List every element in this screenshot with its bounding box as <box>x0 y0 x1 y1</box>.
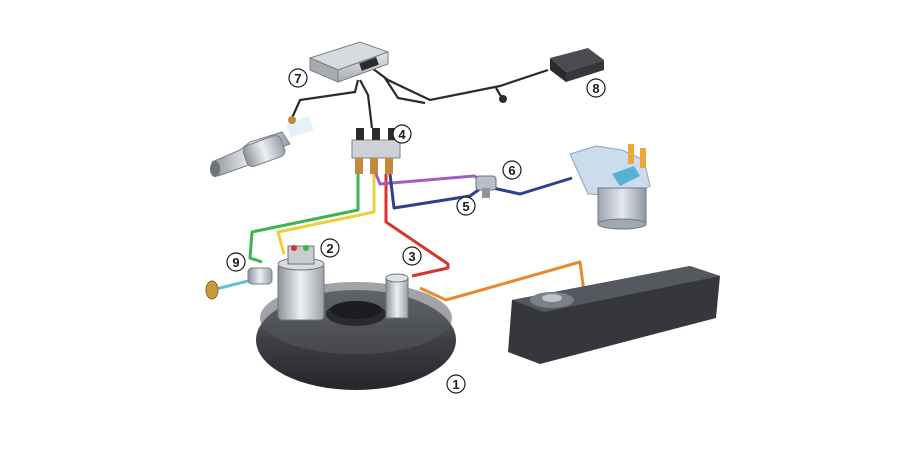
callout-2: 2 <box>321 239 339 257</box>
callout-6-label: 6 <box>508 163 515 178</box>
callout-7-label: 7 <box>294 71 301 86</box>
callout-7: 7 <box>289 69 307 87</box>
callout-8: 8 <box>587 79 605 97</box>
callout-2-label: 2 <box>326 241 333 256</box>
petrol-tank <box>508 266 720 364</box>
callout-3: 3 <box>403 247 421 265</box>
callout-9: 9 <box>227 253 245 271</box>
callout-1-label: 1 <box>452 377 459 392</box>
harness-connector <box>499 95 507 103</box>
callout-8-label: 8 <box>592 81 599 96</box>
callout-9-label: 9 <box>232 255 239 270</box>
engine-cylinder <box>570 144 650 229</box>
catalytic-converter <box>210 116 314 177</box>
gas-switch-module <box>550 48 604 82</box>
multivalve <box>278 245 324 320</box>
pressure-regulator <box>476 176 496 198</box>
ecu-control-unit <box>310 42 388 82</box>
callout-4: 4 <box>393 125 411 143</box>
callout-5-label: 5 <box>462 199 469 214</box>
callout-4-label: 4 <box>398 127 406 142</box>
callout-5: 5 <box>457 197 475 215</box>
callout-6: 6 <box>503 161 521 179</box>
callout-1: 1 <box>447 375 465 393</box>
filling-valve <box>386 274 408 318</box>
callout-3-label: 3 <box>408 249 415 264</box>
